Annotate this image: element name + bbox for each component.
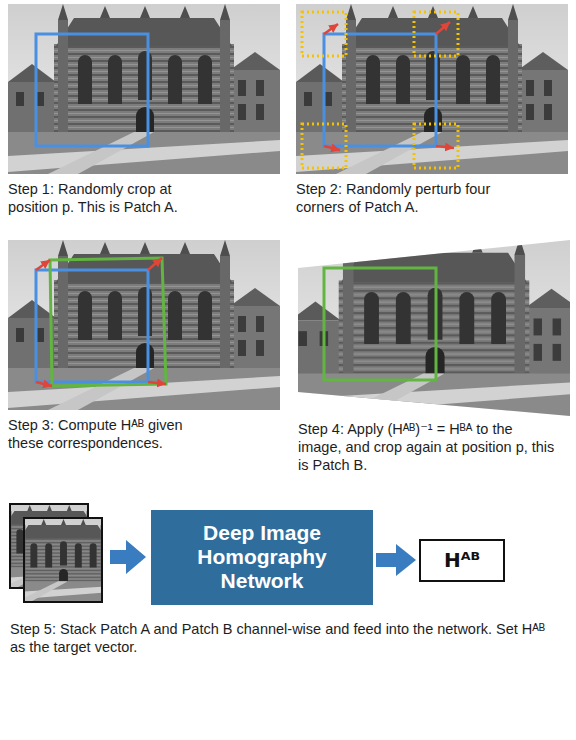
photo-panel — [8, 4, 280, 174]
warped-photo — [290, 238, 576, 418]
perturb-region — [302, 12, 458, 168]
step-caption: Step 5: Stack Patch A and Patch B channe… — [10, 620, 562, 656]
patch-a-outline — [324, 34, 436, 146]
output-box: Hᴬᴮ — [419, 539, 505, 582]
photo-panel — [8, 240, 280, 410]
building-photo — [8, 240, 280, 410]
patch-a-outline — [36, 34, 148, 146]
step-caption: Step 4: Apply (Hᴬᴮ)⁻¹ = Hᴮᴬ to the image… — [298, 420, 560, 474]
flow-arrow — [376, 553, 396, 567]
step-caption: Step 1: Randomly crop at position p. Thi… — [8, 180, 213, 216]
input-arrow — [110, 540, 146, 574]
perturb-arrow — [324, 22, 454, 150]
perturb-arrow — [36, 258, 166, 386]
building-photo — [296, 4, 568, 174]
step-caption: Step 2: Randomly perturb four corners of… — [296, 180, 514, 216]
perturbed-quad — [50, 258, 166, 386]
node-text: Hᴬᴮ — [444, 549, 480, 572]
photo-panel — [296, 4, 568, 174]
building-photo — [8, 4, 280, 174]
patch-b-outline — [324, 268, 436, 380]
patch-frame — [24, 518, 102, 602]
process-box: Deep Image Homography Network — [151, 510, 373, 605]
step-caption: Step 3: Compute Hᴬᴮ given these correspo… — [8, 416, 213, 452]
node-text: Deep Image Homography Network — [177, 521, 347, 593]
building-photo — [290, 238, 576, 418]
